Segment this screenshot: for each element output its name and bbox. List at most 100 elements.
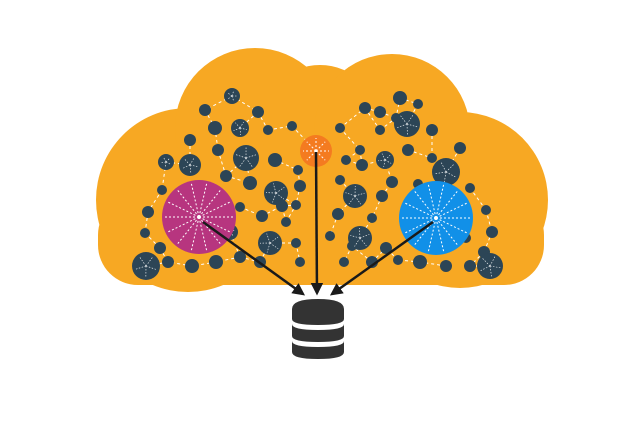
hub-spoke	[435, 217, 445, 252]
node-spoke	[245, 154, 257, 159]
network-node	[356, 159, 368, 171]
network-link	[225, 157, 247, 177]
node-spoke	[183, 158, 191, 166]
network-node	[276, 200, 288, 212]
network-node	[287, 121, 297, 131]
network-node	[140, 228, 150, 238]
hub-spoke	[435, 217, 458, 245]
network-node	[481, 205, 491, 215]
network-link	[407, 149, 433, 159]
node-spoke	[443, 171, 447, 184]
network-node	[235, 202, 245, 212]
network-node	[339, 257, 349, 267]
network-node	[359, 102, 371, 114]
node-spoke	[399, 115, 408, 125]
node-spoke	[445, 163, 455, 173]
hub-spoke	[198, 216, 221, 244]
hub-spokes	[165, 138, 470, 252]
network-node	[294, 180, 306, 192]
hub-spoke	[435, 184, 445, 219]
node-spoke	[160, 161, 167, 164]
network-node	[393, 91, 407, 105]
hub-spoke	[414, 191, 437, 219]
arrows-to-database	[202, 151, 434, 296]
network-node	[465, 183, 475, 193]
network-node	[393, 255, 403, 265]
hub-spoke	[168, 201, 200, 218]
hub-spoke	[198, 201, 230, 218]
network-link	[419, 261, 447, 267]
network-node	[367, 213, 377, 223]
network-node	[243, 176, 257, 190]
node-spoke	[235, 122, 241, 129]
network-node	[486, 226, 498, 238]
network-node	[234, 251, 246, 263]
network-node	[263, 125, 273, 135]
network-link	[217, 149, 227, 177]
node-spoke	[138, 256, 147, 267]
network-node	[185, 259, 199, 273]
database-icon	[292, 299, 344, 359]
node-spoke	[489, 256, 496, 267]
hub-spoke	[198, 183, 208, 218]
node-spoke	[482, 257, 491, 267]
network-node	[142, 206, 154, 218]
arrow-from-orange	[310, 151, 324, 296]
node-spoke	[233, 127, 241, 131]
node-spoke	[396, 123, 408, 129]
network-node	[212, 144, 224, 156]
hub-spoke	[405, 202, 437, 219]
node-spoke	[189, 157, 195, 166]
hub-spoke	[190, 216, 200, 251]
node-spoke	[378, 159, 386, 162]
node-spoke	[384, 159, 392, 164]
hub-spoke	[177, 190, 200, 218]
network-node	[335, 123, 345, 133]
network-node	[332, 208, 344, 220]
node-spoke	[164, 161, 167, 168]
network-node	[293, 165, 303, 175]
network-node	[426, 124, 438, 136]
arrow-from-magenta	[202, 220, 306, 296]
network-link	[351, 245, 373, 263]
network-node	[256, 210, 268, 222]
node-spoke	[231, 90, 235, 97]
node-spoke	[231, 95, 235, 102]
network-node	[464, 260, 476, 272]
network-link	[161, 161, 167, 191]
network-node	[208, 121, 222, 135]
network-node	[402, 144, 414, 156]
node-spoke	[165, 161, 172, 165]
hub-spoke	[168, 216, 200, 233]
network-node	[157, 185, 167, 195]
network-link	[364, 107, 381, 131]
network-node	[454, 142, 466, 154]
arrow-from-blue	[329, 220, 434, 296]
hub-spoke	[405, 217, 437, 234]
node-spoke	[226, 95, 233, 100]
hub-spoke	[435, 202, 467, 219]
network-node	[184, 134, 196, 146]
network-node	[268, 153, 282, 167]
node-spoke	[134, 265, 147, 270]
node-spoke	[239, 127, 247, 130]
hub-spoke	[435, 217, 467, 234]
node-spoke	[181, 164, 191, 169]
node-spoke	[239, 121, 244, 129]
hub-spoke	[198, 216, 208, 251]
network-node	[291, 200, 301, 210]
network-node	[440, 260, 452, 272]
network-node	[154, 242, 166, 254]
network-node	[391, 113, 401, 123]
network-node	[386, 176, 398, 188]
network-node	[281, 217, 291, 227]
network-node	[355, 145, 365, 155]
network-node	[375, 125, 385, 135]
network-node	[325, 231, 335, 241]
node-spoke	[235, 154, 247, 159]
hub-spoke	[190, 183, 200, 218]
network-node	[199, 104, 211, 116]
node-spoke	[480, 265, 491, 272]
network-node	[380, 242, 392, 254]
